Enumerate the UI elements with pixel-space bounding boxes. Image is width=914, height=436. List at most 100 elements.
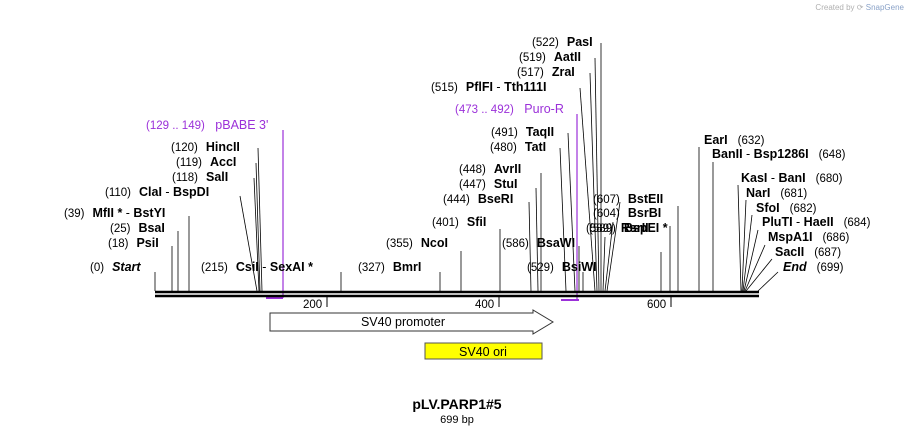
site-label[interactable]: (444)BseRI [443, 192, 513, 206]
site-label[interactable]: (110)ClaI - BspDI [105, 185, 209, 199]
site-line [594, 57, 600, 292]
site-label[interactable]: (355) NcoI [386, 236, 448, 250]
enzyme-name: BanI [779, 171, 806, 185]
site-position: (522) [532, 37, 559, 49]
site-label[interactable]: (18)PsiI [108, 236, 159, 250]
site-label[interactable]: (401)SfiI [432, 215, 486, 229]
site-label[interactable]: SfoI(682) [756, 201, 817, 215]
site-label[interactable]: (480)TatI [490, 140, 546, 154]
site-position: (39) [64, 208, 85, 220]
enzyme-name: BsiWI [562, 260, 597, 274]
site-position: (686) [822, 232, 849, 244]
site-label[interactable]: (0)Start [90, 260, 141, 274]
site-label[interactable]: EarI (632) [704, 133, 765, 147]
enzyme-name: KasI [741, 171, 767, 185]
site-line [741, 199, 747, 292]
site-label[interactable]: (25)BsaI [110, 221, 165, 235]
site-label[interactable]: (529) BsiWI [527, 260, 597, 274]
site-separator: - [767, 171, 778, 185]
site-label[interactable]: (604)BsrBI [593, 206, 661, 220]
site-line [745, 258, 773, 292]
site-label[interactable]: BanII - Bsp1286I(648) [712, 147, 846, 161]
site-label[interactable]: (120) HincII [171, 140, 240, 154]
site-label[interactable]: MspA1I(686) [768, 230, 849, 244]
site-label[interactable]: (586)BsaWI [502, 236, 575, 250]
site-label[interactable]: (589)RsrII [586, 221, 649, 235]
site-separator: - [122, 206, 133, 220]
credit-text: Created by [815, 3, 855, 12]
site-position: (687) [814, 247, 841, 259]
site-label[interactable]: (491)TaqII [491, 125, 554, 139]
site-position: (355) [386, 238, 413, 250]
feature-sv40-ori[interactable] [424, 342, 543, 360]
site-label[interactable]: PluTI - HaeII(684) [762, 215, 871, 229]
enzyme-name: HincII [206, 140, 240, 154]
site-label[interactable]: (118)SalI [172, 170, 228, 184]
site-position: (119) [176, 157, 202, 169]
site-position: (215) [201, 262, 228, 274]
site-label[interactable]: End(699) [783, 260, 844, 274]
enzyme-name: Tth111I [504, 80, 546, 94]
enzyme-name: AvrII [494, 162, 521, 176]
site-label[interactable]: (517)ZraI [517, 65, 575, 79]
primer-label-puro[interactable]: (473 .. 492) Puro-R [455, 100, 564, 117]
primer-label-pbabe[interactable]: (129 .. 149) pBABE 3' [146, 116, 268, 133]
enzyme-name: NcoI [421, 236, 448, 250]
site-label[interactable]: (215)CsiI - SexAI * [201, 260, 313, 274]
enzyme-name: ClaI [139, 185, 162, 199]
site-label[interactable]: KasI - BanI(680) [741, 171, 843, 185]
enzyme-name: BsaWI [537, 236, 575, 250]
site-label[interactable]: (447)StuI [459, 177, 517, 191]
site-label[interactable]: (39)MfII * - BstYI [64, 206, 165, 220]
tick-label: 400 [475, 299, 494, 311]
site-label[interactable]: (448) AvrII [459, 162, 521, 176]
site-position: (589) [586, 223, 613, 235]
site-label[interactable]: (119)AccI [176, 155, 236, 169]
site-label[interactable]: (522)PasI [532, 35, 593, 49]
site-position: (684) [844, 217, 871, 229]
feature-sv40-promoter-label: SV40 promoter [361, 315, 445, 329]
enzyme-name: BspDI [173, 185, 209, 199]
enzyme-name: SfiI [467, 215, 486, 229]
enzyme-name: PflFI [466, 80, 493, 94]
site-label[interactable]: (519)AatII [519, 50, 581, 64]
primer-name: Puro-R [524, 102, 564, 116]
site-lines [154, 43, 779, 292]
site-line [602, 236, 606, 292]
feature-sv40-promoter[interactable] [269, 309, 554, 335]
site-label[interactable]: NarI (681) [746, 186, 807, 200]
tick-label: 200 [303, 299, 322, 311]
site-position: (632) [738, 135, 765, 147]
site-label[interactable]: (327)BmrI [358, 260, 421, 274]
site-line [239, 195, 258, 292]
site-position: (519) [519, 52, 546, 64]
site-position: (491) [491, 127, 518, 139]
site-position: (444) [443, 194, 470, 206]
enzyme-name: EarI [704, 133, 728, 147]
sequence-backbone [155, 290, 759, 298]
snapgene-credit: Created by ⟳ SnapGene [815, 3, 904, 12]
site-label[interactable]: SacII (687) [775, 245, 841, 259]
site-label[interactable]: (515)PflFI - Tth111I [431, 80, 546, 94]
enzyme-name: SalI [206, 170, 228, 184]
enzyme-name: End [783, 260, 807, 274]
site-line [535, 187, 539, 292]
site-label[interactable]: (607)BstEII [593, 192, 663, 206]
site-position: (448) [459, 164, 486, 176]
site-position: (120) [171, 142, 198, 154]
enzyme-name: BspEI * [624, 221, 668, 235]
site-position: (648) [819, 149, 846, 161]
site-position: (681) [780, 188, 807, 200]
enzyme-name: BstEII [628, 192, 663, 206]
site-position: (0) [90, 262, 104, 274]
enzyme-name: NarI [746, 186, 770, 200]
site-label[interactable]: (589) BspEI * [589, 221, 668, 235]
site-line [528, 201, 532, 292]
site-line [559, 147, 567, 292]
enzyme-name: Bsp1286I [754, 147, 809, 161]
site-line [255, 162, 261, 292]
site-position: (604) [593, 208, 620, 220]
enzyme-name: SacII [775, 245, 804, 259]
site-position: (529) [527, 262, 554, 274]
enzyme-name: HaeII [804, 215, 834, 229]
